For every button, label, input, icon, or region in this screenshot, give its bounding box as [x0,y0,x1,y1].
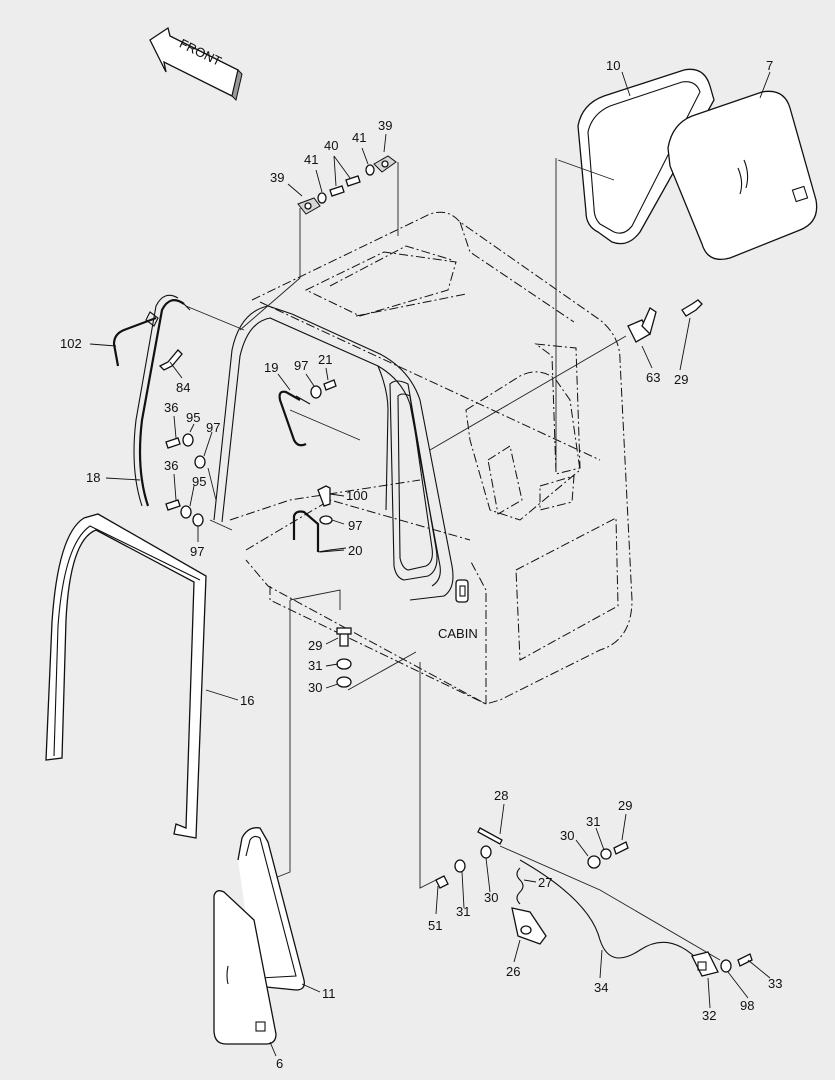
callout-18: 18 [86,470,100,485]
callout-97: 97 [206,420,220,435]
callout-29: 29 [308,638,322,653]
callout-19: 19 [264,360,278,375]
callout-95: 95 [192,474,206,489]
callout-27: 27 [538,875,552,890]
callout-51: 51 [428,918,442,933]
callout-21: 21 [318,352,332,367]
handrail-18 [133,294,191,507]
callout-33: 33 [768,976,782,991]
callout-63: 63 [646,370,660,385]
callout-29: 29 [674,372,688,387]
callout-95: 95 [186,410,200,425]
callout-labels: 10 7 39 41 40 41 39 102 84 19 97 21 63 2… [60,58,782,1071]
callout-32: 32 [702,1008,716,1023]
front-door-frame [213,305,469,603]
callout-26: 26 [506,964,520,979]
callout-41: 41 [304,152,318,167]
callout-98: 98 [740,998,754,1013]
callout-11: 11 [322,986,336,1001]
callout-16: 16 [240,693,254,708]
callout-97: 97 [348,518,362,533]
callout-29: 29 [618,798,632,813]
callout-20: 20 [348,543,362,558]
callout-34: 34 [594,980,608,995]
callout-97: 97 [190,544,204,559]
rod-102 [112,311,159,367]
callout-39: 39 [378,118,392,133]
callout-36: 36 [164,458,178,473]
leader-lines [89,71,771,1057]
front-arrow: FRONT [149,26,243,101]
cabin-body [229,211,633,705]
hardware-parts [158,155,753,977]
callout-100: 100 [346,488,368,503]
callout-30: 30 [484,890,498,905]
callout-10: 10 [606,58,620,73]
door-seal-16 [45,513,207,839]
callout-30: 30 [308,680,322,695]
cabin-label: CABIN [438,626,478,641]
callout-102: 102 [60,336,82,351]
callout-39: 39 [270,170,284,185]
callout-40: 40 [324,138,338,153]
callout-28: 28 [494,788,508,803]
callout-36: 36 [164,400,178,415]
callout-31: 31 [456,904,470,919]
callout-97: 97 [294,358,308,373]
callout-31: 31 [586,814,600,829]
callout-31: 31 [308,658,322,673]
side-glass-6 [213,890,277,1045]
callout-30: 30 [560,828,574,843]
callout-7: 7 [766,58,773,73]
callout-6: 6 [276,1056,283,1071]
callout-84: 84 [176,380,190,395]
roof-glass [667,90,818,261]
callout-41: 41 [352,130,366,145]
guide-lines [185,158,721,961]
